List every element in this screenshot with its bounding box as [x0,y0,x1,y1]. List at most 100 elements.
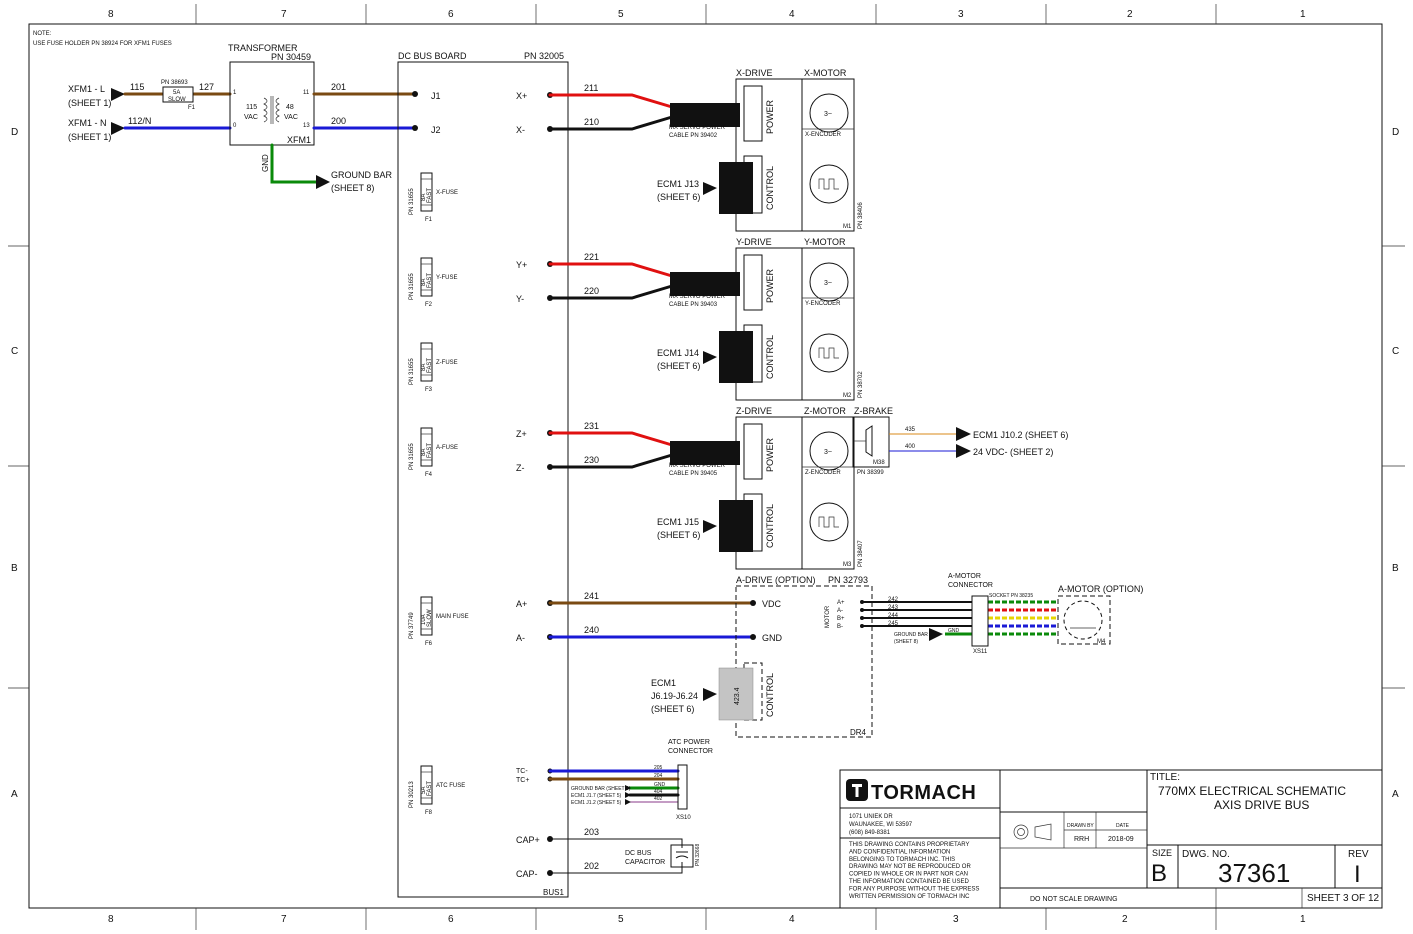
a-motor-ground-wire: GND [948,628,960,634]
fuse-name: X-FUSE [436,190,458,196]
a-motor-ground-sheet: (SHEET 8) [894,639,918,645]
a-drive-pin: B+ [837,616,845,622]
motor-ref: M1 [843,224,852,230]
projection-symbol-circle [1013,824,1029,840]
svg-text:6: 6 [448,914,454,925]
svg-text:3: 3 [953,914,959,925]
a-drive-ecm-sheet: (SHEET 6) [651,704,694,714]
axis-motor-title: X-MOTOR [804,68,847,78]
ecm-sheet: (SHEET 6) [657,192,700,202]
wire-atc-gnd-label: GND [654,782,666,788]
input-l-sheet: (SHEET 1) [68,98,111,108]
legal-line: THE INFORMATION CONTAINED BE USED [849,879,969,885]
fuse-pn: PN 31655 [409,443,415,470]
legal-line: THIS DRAWING CONTAINS PROPRIETARY [849,842,969,848]
transformer-pin-0: 0 [233,123,237,129]
atc-title2: CONNECTOR [668,748,713,755]
z-brake-box [852,416,890,468]
a-drive-pn: PN 32793 [828,575,868,585]
motor-phase: 3~ [824,280,832,287]
transformer-title: TRANSFORMER [228,43,298,53]
ecm-label: ECM1 J14 [657,348,699,358]
wire-202 [550,862,683,874]
drawn-by: RRH [1074,836,1089,843]
a-motor-connector-title: A-MOTOR [948,573,981,580]
axis-plus-terminal: Z+ [516,429,527,439]
transformer-box [229,61,315,146]
a-motor-socket: SOCKET PN 38235 [989,593,1033,599]
atc-connector-xs10 [677,764,688,810]
dwg-label: DWG. NO. [1182,849,1230,860]
dc-bus-title: DC BUS BOARD [398,51,467,61]
a-motor-wire-label: 245 [888,621,899,627]
a-motor-xs11: XS11 [973,649,988,655]
axis-minus-wire [548,115,674,131]
motor-pn: PN 38407 [858,540,864,567]
title-block [839,769,1383,909]
brake-out2-arrow [956,444,971,458]
fuse-type: FAST [427,273,433,288]
fuse-rating: 8A [421,194,427,201]
a-drive-pin: B- [837,624,843,630]
motor-encoder-label: Y-ENCODER [805,301,841,307]
input-n-sheet: (SHEET 1) [68,132,111,142]
wire-atc-402-label: 402 [654,796,663,802]
ecm-control-connector [719,162,753,214]
svg-text:7: 7 [281,9,287,20]
drive-power-port [743,254,763,311]
svg-text:4: 4 [789,9,795,20]
axis-motor-title: Y-MOTOR [804,237,846,247]
border-rows-right: D C B A [1392,127,1399,800]
fuse-f1-pn: PN 38693 [161,80,188,86]
tormach-logo-text: TORMACH [871,782,976,804]
a-motor-title: A-MOTOR (OPTION) [1058,584,1143,594]
dc-bus-board [397,61,569,898]
legal-line: COPIED IN WHOLE OR IN PART NOR CAN [849,872,968,878]
a-drive-gnd: GND [762,633,783,643]
z-brake-title: Z-BRAKE [854,406,893,416]
drive-power-label: POWER [765,437,775,472]
atc-xs10: XS10 [676,815,691,821]
title-line2: AXIS DRIVE BUS [1214,798,1309,812]
fuse-body [420,172,433,212]
legal-line: FOR ANY PURPOSE WITHOUT THE EXPRESS [849,886,979,892]
fuse-rating: 8A [421,449,427,456]
motor-pn: PN 38406 [858,202,864,229]
fuse-body [420,257,433,297]
fuse-pn: PN 31655 [409,358,415,385]
fuse-rating: 5A [421,787,427,794]
drawing-date: 2018-09 [1108,836,1134,843]
atc-tc-plus: TC+ [516,777,529,784]
ground-arrow [316,175,330,189]
wire-atc-204-label: 204 [654,773,663,779]
wire-435-label: 435 [905,427,916,433]
dwg-number: 37361 [1218,858,1290,888]
fuse-f1-ref: F1 [188,105,196,111]
a-drive-ecm-arrow [703,688,717,701]
cap-minus-label: CAP- [516,869,538,879]
motor-ref: M2 [843,393,852,399]
a-motor-ref: M4 [1097,639,1106,645]
fuse-rating: 8A [421,364,427,371]
fuse-ref: F2 [425,302,433,308]
a-motor-circle [1063,600,1103,640]
z-brake-ref: M38 [873,460,885,466]
svg-text:1: 1 [1300,9,1306,20]
cap-pn: PN 32668 [695,844,701,866]
date-label: DATE [1116,823,1130,829]
a-motor-ground-label: GROUND BAR [894,632,928,638]
fuse-name: ATC FUSE [436,783,465,789]
fuse-pn: PN 31655 [409,188,415,215]
transformer-pin-13: 13 [303,123,310,129]
transformer-pin-11: 11 [303,90,310,96]
wire-200-label: 200 [331,116,346,126]
wire-400-label: 400 [905,444,916,450]
a-drive-chip-label: 423.4 [734,687,741,705]
axis-minus-wire [548,284,674,300]
wire-240-label: 240 [584,625,599,635]
fuse-f1-type: SLOW [168,97,186,103]
